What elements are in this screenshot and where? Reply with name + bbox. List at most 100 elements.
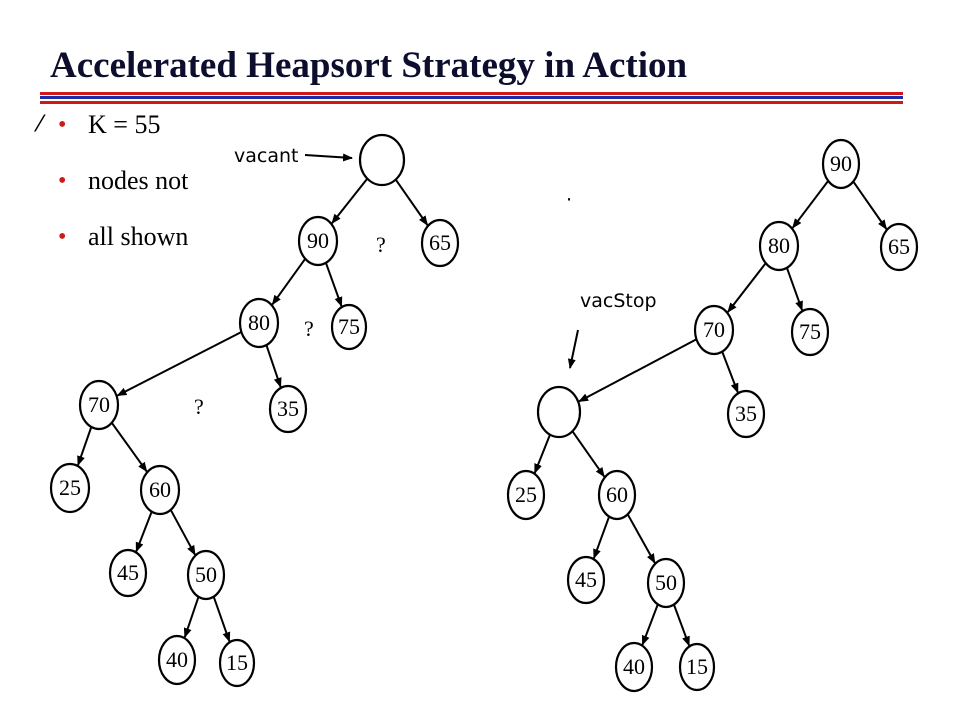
left-tree-edge [331, 177, 369, 224]
right-tree-edge [791, 180, 829, 229]
right-tree-node: 90 [821, 138, 861, 190]
bullet-dot-icon: • [58, 112, 67, 138]
left-tree-edge [110, 422, 148, 473]
node-circle [420, 218, 460, 268]
node-label: 25 [59, 475, 81, 500]
node-label: 70 [88, 392, 110, 417]
node-label: 35 [277, 396, 299, 421]
stray-dot-mark: · [566, 189, 572, 211]
node-label: 50 [655, 570, 677, 595]
right-tree-edge [785, 267, 804, 312]
node-circle [297, 215, 339, 267]
left-tree-node: 70 [78, 379, 120, 431]
right-tree-node-empty [536, 385, 582, 439]
node-circle [186, 549, 226, 601]
node-label: 15 [686, 654, 708, 679]
left-tree-node-empty [358, 133, 406, 187]
node-label: 40 [166, 647, 188, 672]
right-tree-edge [592, 516, 611, 560]
right-tree-edge [533, 434, 551, 474]
left-tree-edge [212, 596, 231, 643]
left-tree-edge [394, 179, 429, 226]
bullet-item: • K = 55 [50, 112, 188, 139]
left-tree-edge [271, 258, 307, 306]
vacant-label: vacant [234, 145, 298, 167]
node-circle [536, 385, 582, 439]
right-tree-edge [852, 181, 888, 230]
question-mark: ? [194, 394, 204, 419]
node-label: 45 [575, 567, 597, 592]
question-mark: ? [376, 232, 386, 257]
node-label: 50 [195, 562, 217, 587]
right-tree-edge [672, 604, 691, 647]
left-tree-edge [116, 331, 242, 397]
left-tree-node: 25 [49, 462, 91, 514]
bullet-list: • K = 55 • nodes not • all shown [50, 112, 188, 280]
node-label: 60 [606, 482, 628, 507]
vacstop-pointer-arrow [567, 329, 579, 369]
question-mark: ? [304, 316, 314, 341]
node-circle [693, 304, 735, 356]
node-label: 75 [338, 314, 360, 339]
left-tree-node: 15 [218, 638, 256, 688]
node-circle [821, 138, 861, 190]
node-label: 35 [735, 401, 757, 426]
left-tree-edge [169, 509, 196, 556]
right-tree-node: 65 [879, 222, 919, 272]
right-tree-edge [578, 338, 697, 403]
right-tree-edge [641, 604, 659, 646]
node-label: 40 [623, 654, 645, 679]
node-label: 70 [703, 317, 725, 342]
left-tree-edge [135, 511, 153, 553]
right-tree-edge [727, 262, 767, 313]
node-circle [330, 303, 368, 351]
node-circle [566, 555, 606, 605]
right-tree-node: 75 [790, 307, 830, 357]
node-circle [614, 641, 654, 693]
node-label: 45 [117, 560, 139, 585]
bullet-dot-icon: • [58, 168, 67, 194]
left-tree-node: 65 [420, 218, 460, 268]
left-tree-node: 45 [108, 548, 148, 598]
node-circle [358, 133, 406, 187]
title-rule-blue [40, 96, 903, 99]
node-circle [726, 389, 766, 439]
node-circle [506, 469, 546, 521]
right-tree-node: 50 [646, 557, 686, 609]
node-circle [139, 464, 181, 516]
bullet-dot-icon: • [58, 224, 67, 250]
right-tree-edge [571, 430, 606, 478]
node-label: 65 [429, 230, 451, 255]
stray-mark: ⁄ [38, 112, 42, 137]
node-circle [238, 297, 280, 349]
slide-title: Accelerated Heapsort Strategy in Action [50, 45, 688, 86]
node-label: 80 [768, 233, 790, 258]
left-tree-edge [77, 426, 93, 467]
left-tree-node: 75 [330, 303, 368, 351]
right-tree-edges [533, 180, 888, 647]
left-tree-edge [324, 262, 343, 308]
node-circle [157, 634, 197, 686]
bullet-item: • all shown [50, 222, 189, 251]
node-circle [108, 548, 148, 598]
right-tree-node: 35 [726, 389, 766, 439]
title-rule-red-bottom [40, 101, 903, 104]
bullet-text: nodes not [88, 166, 189, 195]
node-label: 80 [248, 310, 270, 335]
right-tree-edge [721, 351, 739, 394]
node-circle [218, 638, 256, 688]
node-circle [49, 462, 91, 514]
node-circle [597, 469, 637, 521]
left-tree-node: 35 [268, 384, 308, 434]
node-circle [268, 384, 308, 434]
node-label: 60 [149, 477, 171, 502]
vacant-pointer-arrow [304, 153, 353, 162]
bullet-text: all shown [88, 222, 189, 251]
node-circle [790, 307, 830, 357]
node-circle [758, 220, 800, 272]
left-tree-node: 60 [139, 464, 181, 516]
right-tree-node: 25 [506, 469, 546, 521]
